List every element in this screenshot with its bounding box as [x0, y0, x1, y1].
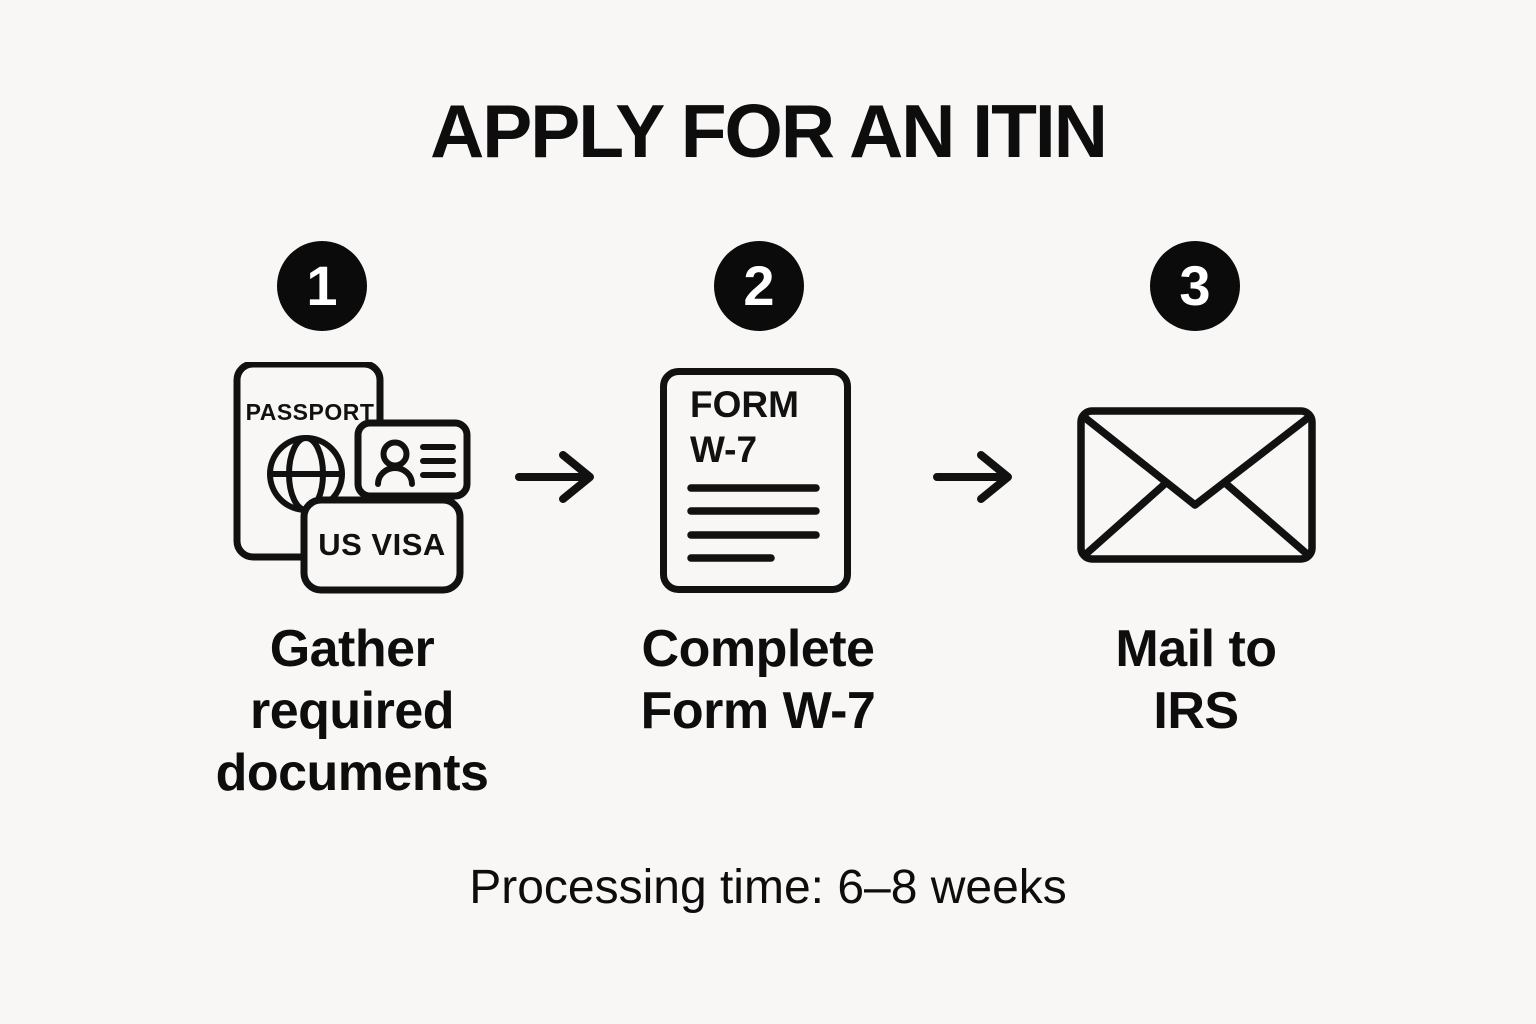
step-3-number-badge: 3	[1150, 241, 1240, 331]
form-label-line2: W-7	[690, 429, 757, 470]
form-w7-icon: FORM W-7	[660, 368, 851, 593]
envelope-icon	[1077, 407, 1316, 563]
form-label-line1: FORM	[690, 384, 799, 425]
documents-icon: PASSPORT US VISA	[233, 362, 471, 594]
passport-label: PASSPORT	[246, 399, 375, 425]
arrow-right-icon	[933, 451, 1012, 503]
step-1-number-badge: 1	[277, 241, 367, 331]
arrow-right-icon	[515, 451, 594, 503]
us-visa-label: US VISA	[318, 527, 446, 562]
step-1-caption: Gather required documents	[215, 620, 489, 802]
processing-time-note: Processing time: 6–8 weeks	[469, 861, 1067, 914]
step-3-caption: Mail to IRS	[1115, 620, 1277, 740]
step-2-caption: Complete Form W-7	[640, 620, 876, 740]
id-card-icon	[354, 419, 471, 500]
page-title: APPLY FOR AN ITIN	[430, 89, 1108, 173]
id-card-text-lines	[420, 444, 456, 478]
form-text-lines	[687, 484, 820, 562]
us-visa-icon: US VISA	[300, 496, 464, 594]
person-icon	[375, 439, 415, 487]
step-2-number-badge: 2	[714, 241, 804, 331]
